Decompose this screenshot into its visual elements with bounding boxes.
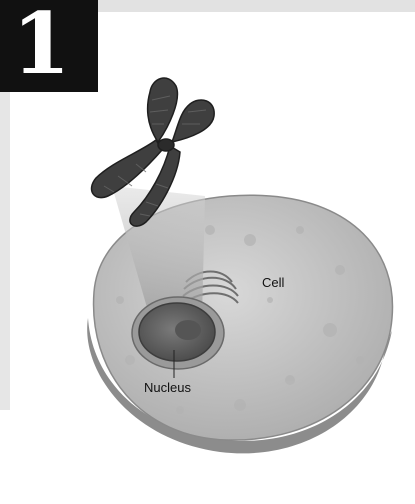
nucleus-label: Nucleus <box>144 380 191 395</box>
nucleolus <box>175 320 201 340</box>
cell-label: Cell <box>262 275 284 290</box>
